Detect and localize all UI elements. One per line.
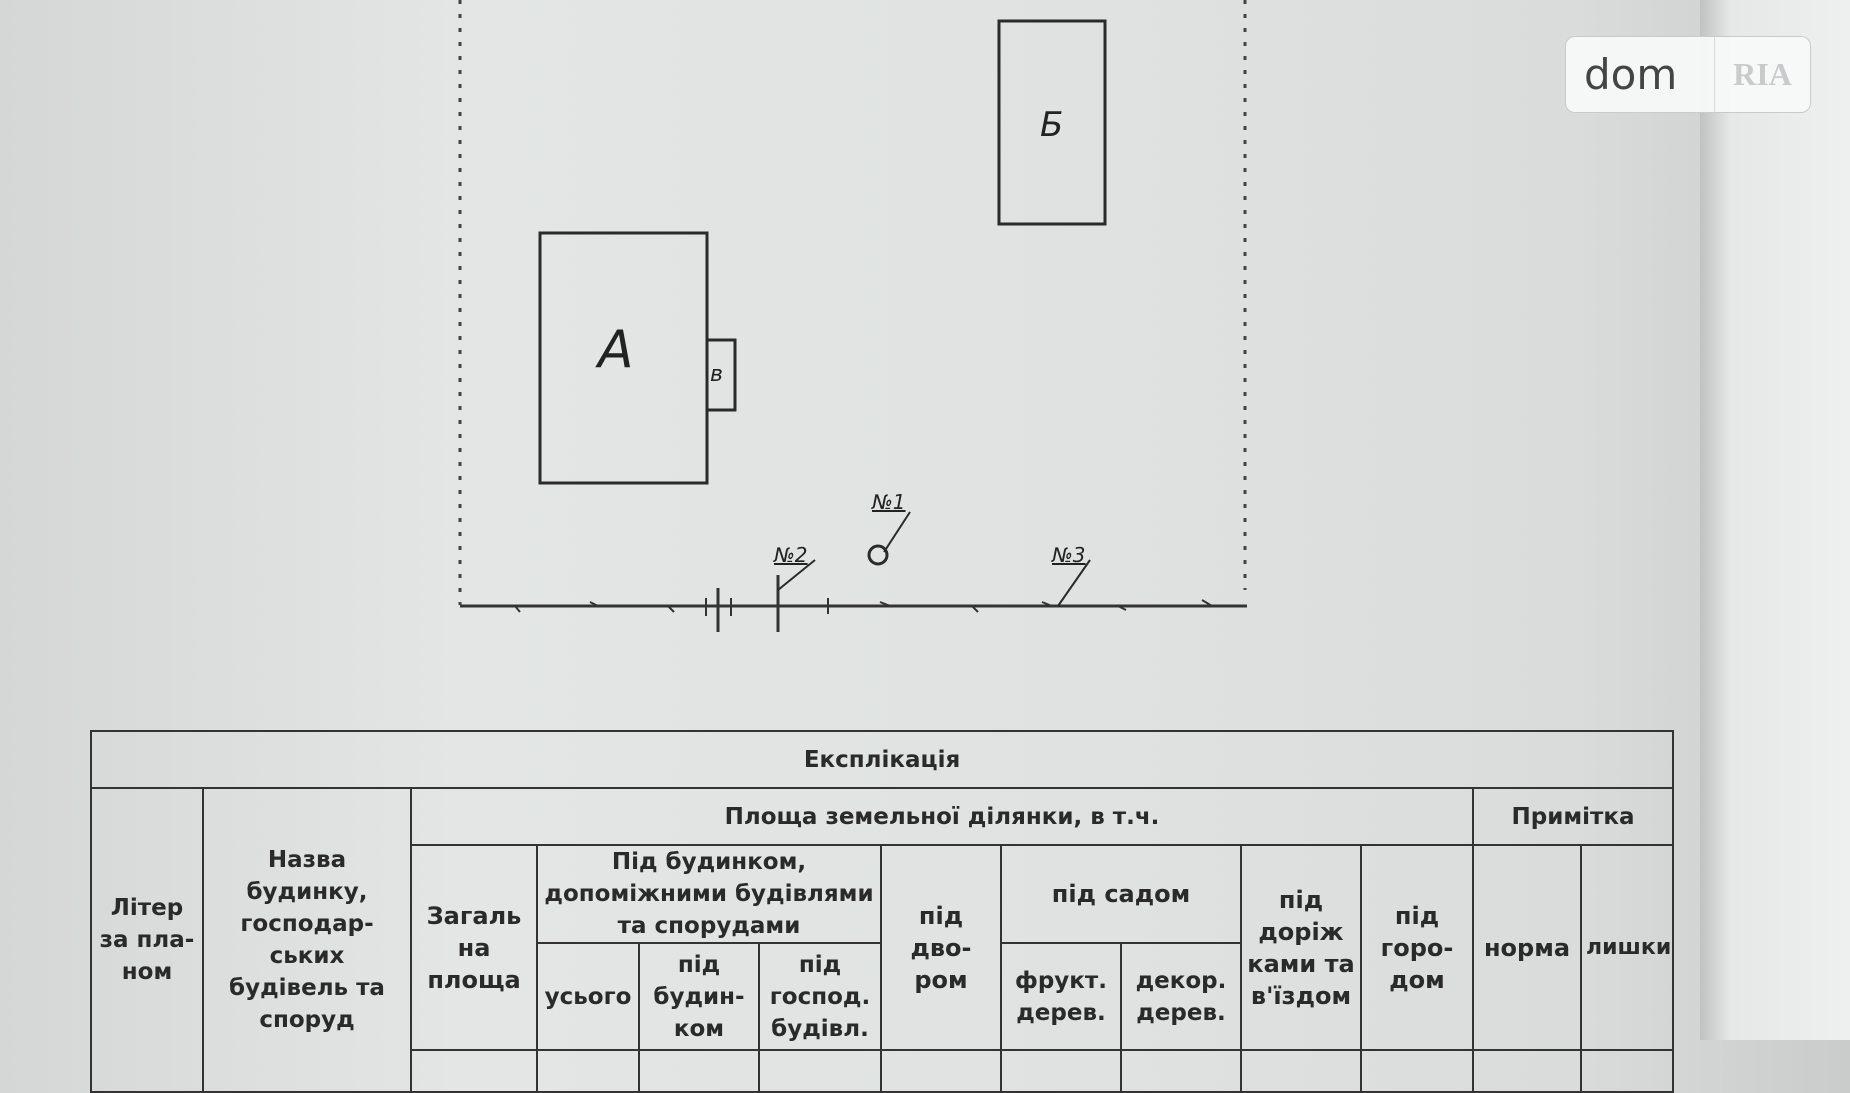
col-yard-header: під дво-ром	[880, 844, 1002, 1051]
table-cell	[410, 1049, 538, 1093]
table-cell	[758, 1049, 882, 1093]
table-cell	[1120, 1049, 1242, 1093]
table-cell	[1472, 1049, 1582, 1093]
annex-v-label: в	[710, 362, 723, 387]
table-cell	[638, 1049, 760, 1093]
paper-edge	[1700, 0, 1850, 1040]
fence-ticks	[514, 575, 1213, 632]
table-caption: Експлікація	[89, 730, 1675, 789]
table-cell	[880, 1049, 1002, 1093]
col-decor-trees-header: декор. дерев.	[1120, 942, 1242, 1051]
col-vegetable-header: під горо-дом	[1360, 844, 1474, 1051]
site-plan-drawing	[458, 0, 1247, 632]
table-cell	[536, 1049, 640, 1093]
col-letter-header: Літер за пла-ном	[90, 787, 204, 1093]
area-group-header: Площа земельної ділянки, в т.ч.	[410, 787, 1474, 846]
watermark-ria-logo: RIA	[1714, 37, 1810, 112]
table-cell	[1360, 1049, 1474, 1093]
building-b-outline	[997, 19, 1107, 226]
marker-1-label: №1	[872, 490, 906, 514]
table-cell	[1000, 1049, 1122, 1093]
table-cell	[1240, 1049, 1362, 1093]
col-name-header: Назва будинку, господар-ських будівель т…	[202, 787, 412, 1093]
domria-watermark: dom RIA	[1565, 36, 1811, 113]
building-a-label: А	[598, 320, 634, 380]
col-excess-header: лишки	[1579, 844, 1675, 1051]
marker-2-label: №2	[774, 543, 808, 567]
explication-table: Експлікація Літер за пла-ном Назва будин…	[89, 730, 1675, 1093]
col-all-header: усього	[536, 942, 640, 1051]
table-cell	[1579, 1049, 1675, 1093]
col-fruit-trees-header: фрукт. дерев.	[1000, 942, 1122, 1051]
col-garden-group-header: під садом	[1000, 844, 1242, 944]
building-b-label: Б	[1040, 105, 1064, 145]
marker-1-leader	[883, 511, 911, 553]
col-under-buildings-header: Під будинком, допоміжними будівлями та с…	[536, 844, 882, 944]
col-paths-header: під доріж ками та в'їздом	[1240, 844, 1362, 1051]
col-under-house-header: під будин-ком	[638, 942, 760, 1051]
col-under-outbuildings-header: під господ. будівл.	[758, 942, 882, 1051]
annex-v-outline	[705, 338, 737, 412]
marker-2-leader	[777, 559, 816, 591]
note-group-header: Примітка	[1471, 787, 1675, 846]
watermark-dom-text: dom	[1584, 50, 1678, 99]
marker-3-leader	[1057, 559, 1091, 607]
marker-3-label: №3	[1052, 543, 1086, 567]
explication-table-wrap: Експлікація Літер за пла-ном Назва будин…	[89, 730, 1675, 1093]
marker-1-point	[867, 544, 889, 566]
col-total-header: Загаль на площа	[410, 844, 538, 1051]
col-norm-header: норма	[1472, 844, 1582, 1051]
